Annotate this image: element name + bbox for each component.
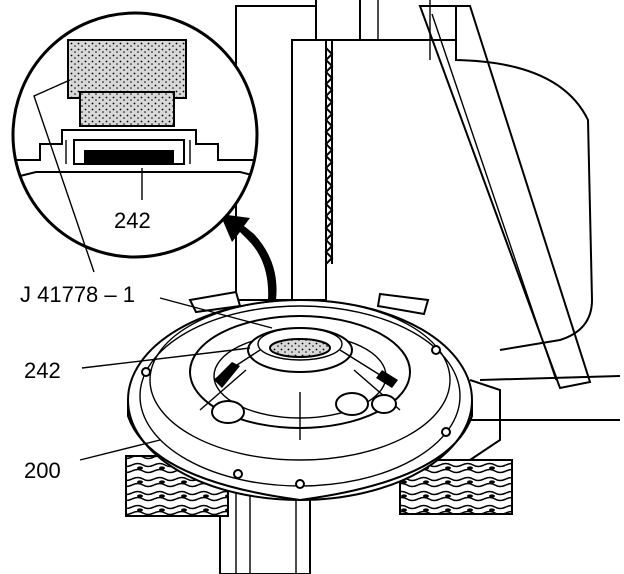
leader-lines — [33, 79, 273, 461]
seal-242 — [269, 338, 331, 358]
label-seal-callout: 242 — [24, 358, 61, 383]
label-tool: J 41778 – 1 — [20, 282, 135, 307]
label-pump: 200 — [24, 458, 61, 483]
curved-arrow-icon — [220, 214, 277, 300]
press-ram — [235, 5, 335, 351]
label-seal-inset: 242 — [114, 208, 151, 233]
oil-pump-assembly — [127, 290, 473, 502]
detail-inset — [11, 11, 259, 259]
